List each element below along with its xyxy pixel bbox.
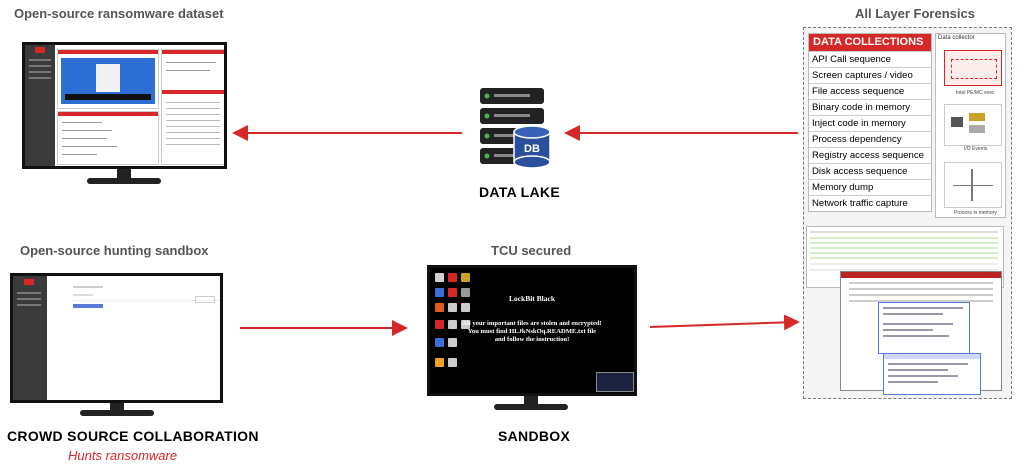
forensics-label: All Layer Forensics xyxy=(855,6,975,21)
brand-logo-icon xyxy=(35,47,45,53)
desktop-file-icon xyxy=(448,358,457,367)
collector-label: Data collector xyxy=(938,35,975,41)
assembly-screenshot xyxy=(883,353,981,395)
hunts-ransomware-label: Hunts ransomware xyxy=(68,448,178,463)
io-diagram xyxy=(944,104,1002,146)
desktop-file-icon xyxy=(435,273,444,282)
dataset-screen xyxy=(22,42,227,169)
crowd-source-label: CROWD SOURCE COLLABORATION xyxy=(7,428,259,444)
desktop-file-icon xyxy=(461,288,470,297)
ransom-note: All your important files are stolen and … xyxy=(430,320,634,344)
collection-item: File access sequence xyxy=(809,83,931,99)
ransom-line-1: All your important files are stolen and … xyxy=(462,320,602,327)
desktop-folder-icon xyxy=(461,273,470,282)
collection-item: Screen captures / video xyxy=(809,67,931,83)
ransom-line-3: and follow the instruction! xyxy=(494,336,570,343)
ransom-desktop-thumbnail xyxy=(61,58,155,104)
desktop-file-icon xyxy=(448,303,457,312)
screen-panel-list xyxy=(57,111,159,165)
sandbox-screen: LockBit Black All your important files a… xyxy=(427,265,637,396)
collection-item: API Call sequence xyxy=(809,51,931,67)
collection-item: Disk access sequence xyxy=(809,163,931,179)
database-icon xyxy=(513,125,551,169)
screen-panel-main xyxy=(57,49,159,109)
desktop-file-icon xyxy=(461,303,470,312)
arrow-sandbox-to-forensics xyxy=(649,314,800,331)
desktop-app-icon xyxy=(435,358,444,367)
pe-exec-label: Intel PE/MC exec xyxy=(956,90,995,96)
data-lake-label: DATA LAKE xyxy=(479,184,560,200)
server-stack-icon: DB xyxy=(478,84,556,174)
process-memory-label: Process in memory xyxy=(954,210,997,216)
disassembly-screenshot xyxy=(878,302,970,354)
collector-panel: Data collector Intel PE/MC exec I/O Even… xyxy=(935,33,1006,218)
desktop-pdf-icon xyxy=(448,273,457,282)
desktop-app-icon xyxy=(435,288,444,297)
io-events-label: I/O Events xyxy=(964,146,988,152)
desktop-pdf-icon xyxy=(448,288,457,297)
data-collections-table: DATA COLLECTIONS API Call sequence Scree… xyxy=(808,33,932,212)
desktop-file-icon xyxy=(448,320,457,329)
desktop-file-icon xyxy=(461,320,470,329)
ransom-line-2: You must find HLJkNskOq.README.txt file xyxy=(467,328,597,335)
preview-thumbnail xyxy=(596,372,634,392)
collection-item: Registry access sequence xyxy=(809,147,931,163)
collection-item: Inject code in memory xyxy=(809,115,931,131)
desktop-app-icon xyxy=(435,320,444,329)
desktop-app-icon xyxy=(435,338,444,347)
screen-sidebar xyxy=(25,45,55,166)
desktop-app-icon xyxy=(435,303,444,312)
brand-logo-icon xyxy=(24,279,34,285)
desktop-file-icon xyxy=(448,338,457,347)
db-label: DB xyxy=(524,143,540,155)
hunting-screen xyxy=(10,273,223,403)
collection-item: Memory dump xyxy=(809,179,931,195)
upload-button[interactable] xyxy=(73,304,103,308)
hunting-sandbox-label: Open-source hunting sandbox xyxy=(20,243,209,258)
collection-item: Network traffic capture xyxy=(809,195,931,211)
tcu-secured-label: TCU secured xyxy=(491,243,572,258)
sandbox-label: SANDBOX xyxy=(498,428,571,444)
screen-panel-side xyxy=(161,49,224,165)
collection-item: Process dependency xyxy=(809,131,931,147)
collection-item: Binary code in memory xyxy=(809,99,931,115)
process-diagram xyxy=(944,162,1002,208)
data-collections-title: DATA COLLECTIONS xyxy=(809,34,931,51)
pe-diagram xyxy=(944,50,1002,86)
dataset-label: Open-source ransomware dataset xyxy=(14,6,224,21)
ransom-title: LockBit Black xyxy=(508,294,556,303)
